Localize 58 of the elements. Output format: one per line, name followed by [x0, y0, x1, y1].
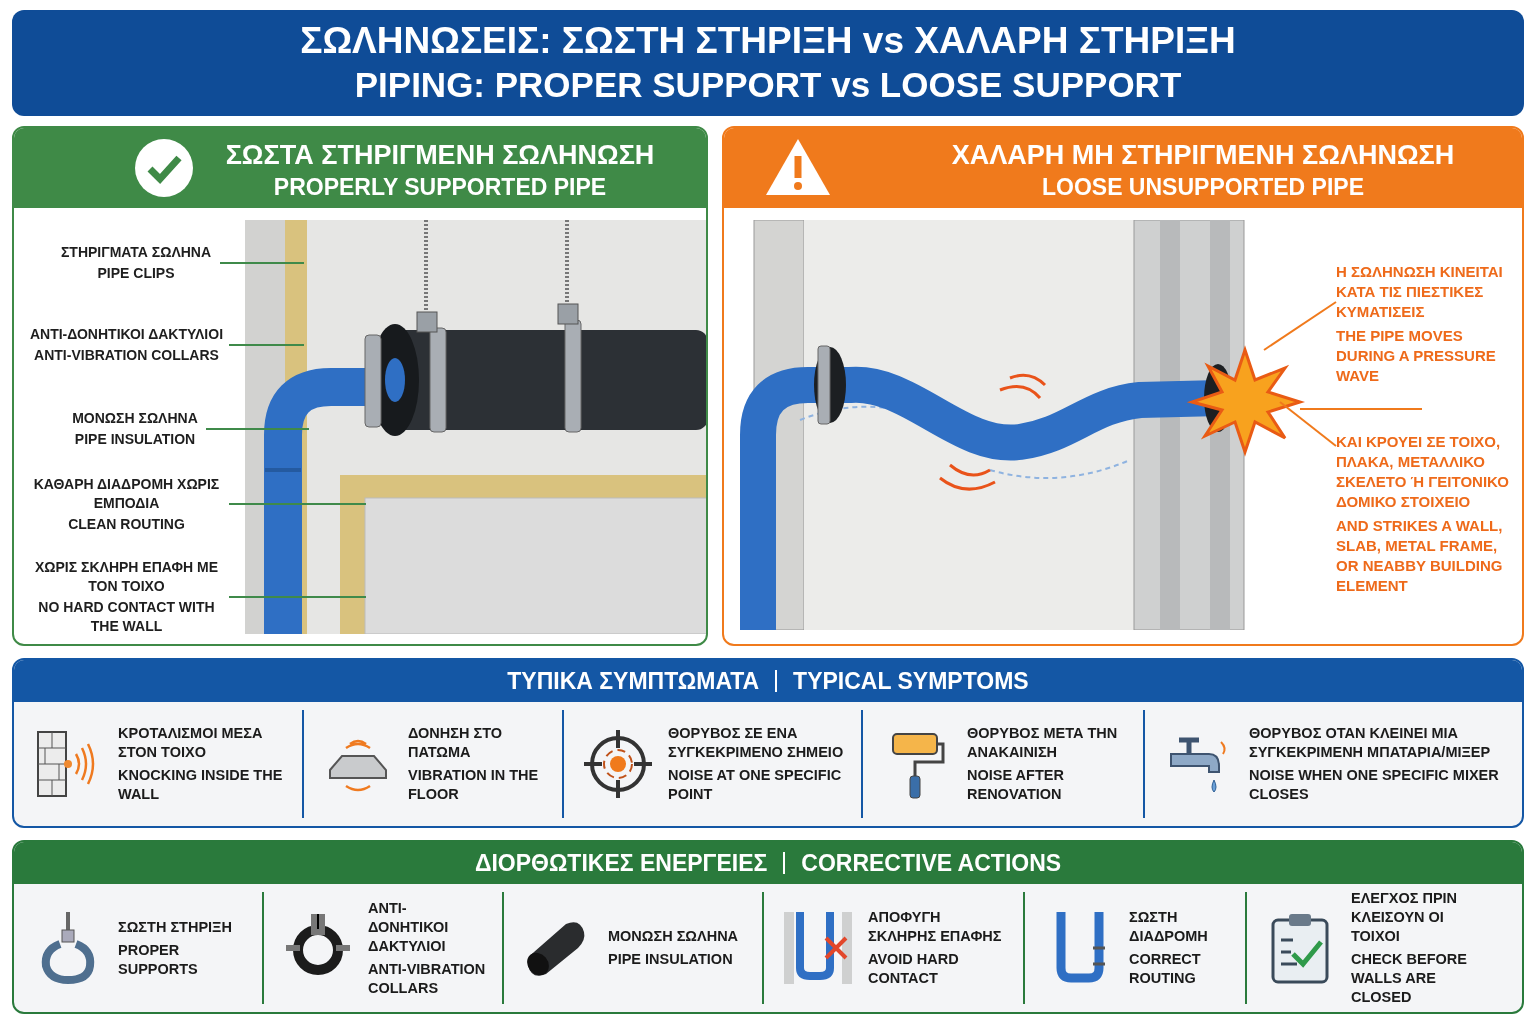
item-text: NOISE WHEN ONE SPECIFIC MIXER CLOSES — [1249, 766, 1500, 804]
leader-line — [1279, 401, 1337, 447]
info-band — [12, 658, 1524, 828]
leader-line — [228, 503, 367, 505]
callout-label: ΜΟΝΩΣΗ ΣΩΛΗΝΑ — [71, 409, 199, 428]
item-text: ΜΟΝΩΣΗ ΣΩΛΗΝΑ — [608, 927, 739, 946]
item-text: AVOID HARD CONTACT — [868, 950, 960, 988]
callout-label: ΚΑΙ ΚΡΟΥΕΙ ΣΕ ΤΟΙΧΟ, ΠΛΑΚΑ, ΜΕΤΑΛΛΙΚΟ ΣΚΕΛΕΤΟ Ή ΓΕΙΤΟΝΙΚΟ ΔΟΜΙΚΟ ΣΤΟΙΧΕΙΟ — [1336, 432, 1510, 512]
callout-label: THE PIPE MOVES DURING A PRESSURE WAVE — [1336, 326, 1497, 386]
item-text: PIPE INSULATION — [608, 950, 734, 969]
leader-line — [205, 428, 310, 430]
callout-label: ANTI-VIBRATION COLLARS — [33, 346, 220, 365]
comparison-panel — [722, 126, 1524, 646]
title-text: PIPING: PROPER SUPPORT vs LOOSE SUPPORT — [354, 64, 1182, 106]
callout-label: CLEAN ROUTING — [67, 514, 186, 534]
item-text: ΑΠΟΦΥΓΗ ΣΚΛΗΡΗΣ ΕΠΑΦΗΣ — [868, 908, 1003, 946]
item-text: ΑΝΤΙ-ΔΟΝΗΤΙΚΟΙ ΔΑΚΤΥΛΙΟΙ — [368, 898, 450, 956]
item-text: ΘΟΡΥΒΟΣ ΟΤΑΝ ΚΛΕΙΝΕΙ ΜΙΑ ΣΥΓΚΕΚΡΙΜΕΝΗ ΜΠΑΤΑΡΙΑ/ΜΙΞΕΡ — [1249, 724, 1492, 762]
leader-line — [219, 262, 305, 264]
callout-label: Η ΣΩΛΗΝΩΣΗ ΚΙΝΕΙΤΑΙ ΚΑΤΑ ΤΙΣ ΠΙΕΣΤΙΚΕΣ ΚΥΜΑΤΙΣΕΙΣ — [1336, 262, 1504, 322]
leader-line — [228, 344, 305, 346]
item-text: ΣΩΣΤΗ ΣΤΗΡΙΞΗ — [118, 917, 233, 937]
title-banner — [12, 10, 1524, 116]
panel-heading: PROPERLY SUPPORTED PIPE — [272, 173, 608, 202]
callout-label: ΚΑΘΑΡΗ ΔΙΑΔΡΟΜΗ ΧΩΡΙΣ ΕΜΠΟΔΙΑ — [32, 474, 221, 513]
item-text: CORRECT ROUTING — [1129, 950, 1202, 988]
leader-line — [1263, 301, 1337, 351]
panel-heading: ΣΩΣΤΑ ΣΤΗΡΙΓΜΕΝΗ ΣΩΛΗΝΩΣΗ — [224, 139, 656, 172]
band-heading: TYPICAL SYMPTOMS — [793, 666, 1029, 696]
band-heading: ΔΙΟΡΘΩΤΙΚΕΣ ΕΝΕΡΓΕΙΕΣ — [474, 848, 768, 878]
item-text: NOISE AT ONE SPECIFIC POINT — [668, 766, 843, 804]
item-text: ANTI-VIBRATION COLLARS — [368, 959, 486, 998]
item-text: ΣΩΣΤΗ ΔΙΑΔΡΟΜΗ — [1129, 908, 1209, 946]
item-text: ΘΟΡΥΒΟΣ ΜΕΤΑ ΤΗΝ ΑΝΑΚΑΙΝΙΣΗ — [967, 724, 1119, 762]
callout-label: ΑΝΤΙ-ΔΟΝΗΤΙΚΟΙ ΔΑΚΤΥΛΙΟΙ — [28, 325, 225, 344]
callout-label: ΧΩΡΙΣ ΣΚΛΗΡΗ ΕΠΑΦΗ ΜΕ ΤΟΝ ΤΟΙΧΟ — [33, 558, 220, 596]
leader-line — [228, 596, 367, 598]
comparison-panel — [12, 126, 708, 646]
panel-heading: LOOSE UNSUPPORTED PIPE — [1040, 173, 1366, 202]
callout-label: AND STRIKES A WALL, SLAB, METAL FRAME, OR NEABBY BUILDING ELEMENT — [1336, 516, 1504, 596]
panel-heading: ΧΑΛΑΡΗ ΜΗ ΣΤΗΡΙΓΜΕΝΗ ΣΩΛΗΝΩΣΗ — [950, 139, 1456, 172]
item-text: CHECK BEFORE WALLS ARE CLOSED — [1351, 950, 1468, 1007]
item-text: VIBRATION IN THE FLOOR — [408, 766, 540, 804]
item-text: ΘΟΡΥΒΟΣ ΣΕ ΕΝΑ ΣΥΓΚΕΚΡΙΜΕΝΟ ΣΗΜΕΙΟ — [668, 724, 845, 762]
callout-label: NO HARD CONTACT WITH THE WALL — [37, 598, 216, 636]
callout-label: ΣΤΗΡΙΓΜΑΤΑ ΣΩΛΗΝΑ — [59, 243, 213, 262]
band-heading: ΤΥΠΙΚΑ ΣΥΜΠΤΩΜΑΤΑ — [507, 666, 760, 696]
item-text: PROPER SUPPORTS — [118, 940, 199, 979]
callout-label: PIPE CLIPS — [96, 264, 176, 283]
title-text: ΣΩΛΗΝΩΣΕΙΣ: ΣΩΣΤΗ ΣΤΗΡΙΞΗ vs ΧΑΛΑΡΗ ΣΤΗΡΙΞΗ — [300, 19, 1236, 63]
item-text: NOISE AFTER RENOVATION — [967, 766, 1065, 804]
item-text: KNOCKING INSIDE THE WALL — [118, 766, 284, 804]
item-text: ΕΛΕΓΧΟΣ ΠΡΙΝ ΚΛΕΙΣΟΥΝ ΟΙ ΤΟΙΧΟΙ — [1351, 889, 1459, 946]
item-text: ΔΟΝΗΣΗ ΣΤΟ ΠΑΤΩΜΑ — [408, 724, 504, 762]
info-band — [12, 840, 1524, 1014]
item-text: ΚΡΟΤΑΛΙΣΜΟΙ ΜΕΣΑ ΣΤΟΝ ΤΟΙΧΟ — [118, 724, 264, 762]
band-heading: CORRECTIVE ACTIONS — [801, 848, 1062, 878]
callout-label: PIPE INSULATION — [73, 430, 197, 449]
